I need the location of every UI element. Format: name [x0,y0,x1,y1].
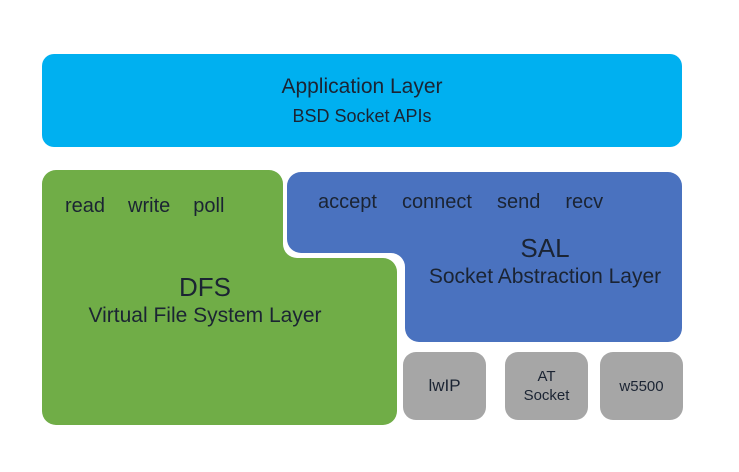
sal-layer-shape [287,172,682,342]
sal-op-connect: connect [401,191,472,213]
dfs-op-poll: poll [193,195,225,217]
bsd-socket-apis-label: BSD Socket APIs [292,105,432,126]
dfs-name: Virtual File System Layer [88,304,322,327]
application-layer-text: Application Layer BSD Socket APIs [42,54,682,147]
lwip-label: lwIP [428,376,461,395]
dfs-layer-shape [42,170,397,425]
at-socket-label-line1: AT [537,368,556,385]
backend-label-lwip: lwIP [403,352,486,420]
sal-abbr: SAL [520,233,570,263]
backend-box-lwip [403,352,486,420]
sal-layer-title: SAL Socket Abstraction Layer [406,233,684,290]
at-socket-label-line2: Socket [523,387,570,404]
application-layer-title: Application Layer [281,74,443,98]
sal-name: Socket Abstraction Layer [428,265,662,288]
dfs-op-write: write [128,195,171,217]
dfs-ops-row: read write poll [65,192,224,220]
sal-op-send: send [497,191,541,213]
backend-box-w5500 [600,352,683,420]
backend-label-at-socket: AT Socket [505,352,588,420]
backend-box-at-socket [505,352,588,420]
dfs-layer-title: DFS Virtual File System Layer [42,272,368,329]
w5500-label: w5500 [619,377,664,395]
application-layer-box [42,54,682,147]
backend-label-w5500: w5500 [600,352,683,420]
dfs-abbr: DFS [179,272,231,302]
sal-ops-row: accept connect send recv [318,188,603,216]
sal-op-recv: recv [565,191,604,213]
dfs-op-read: read [65,195,106,217]
sal-op-accept: accept [318,191,377,213]
